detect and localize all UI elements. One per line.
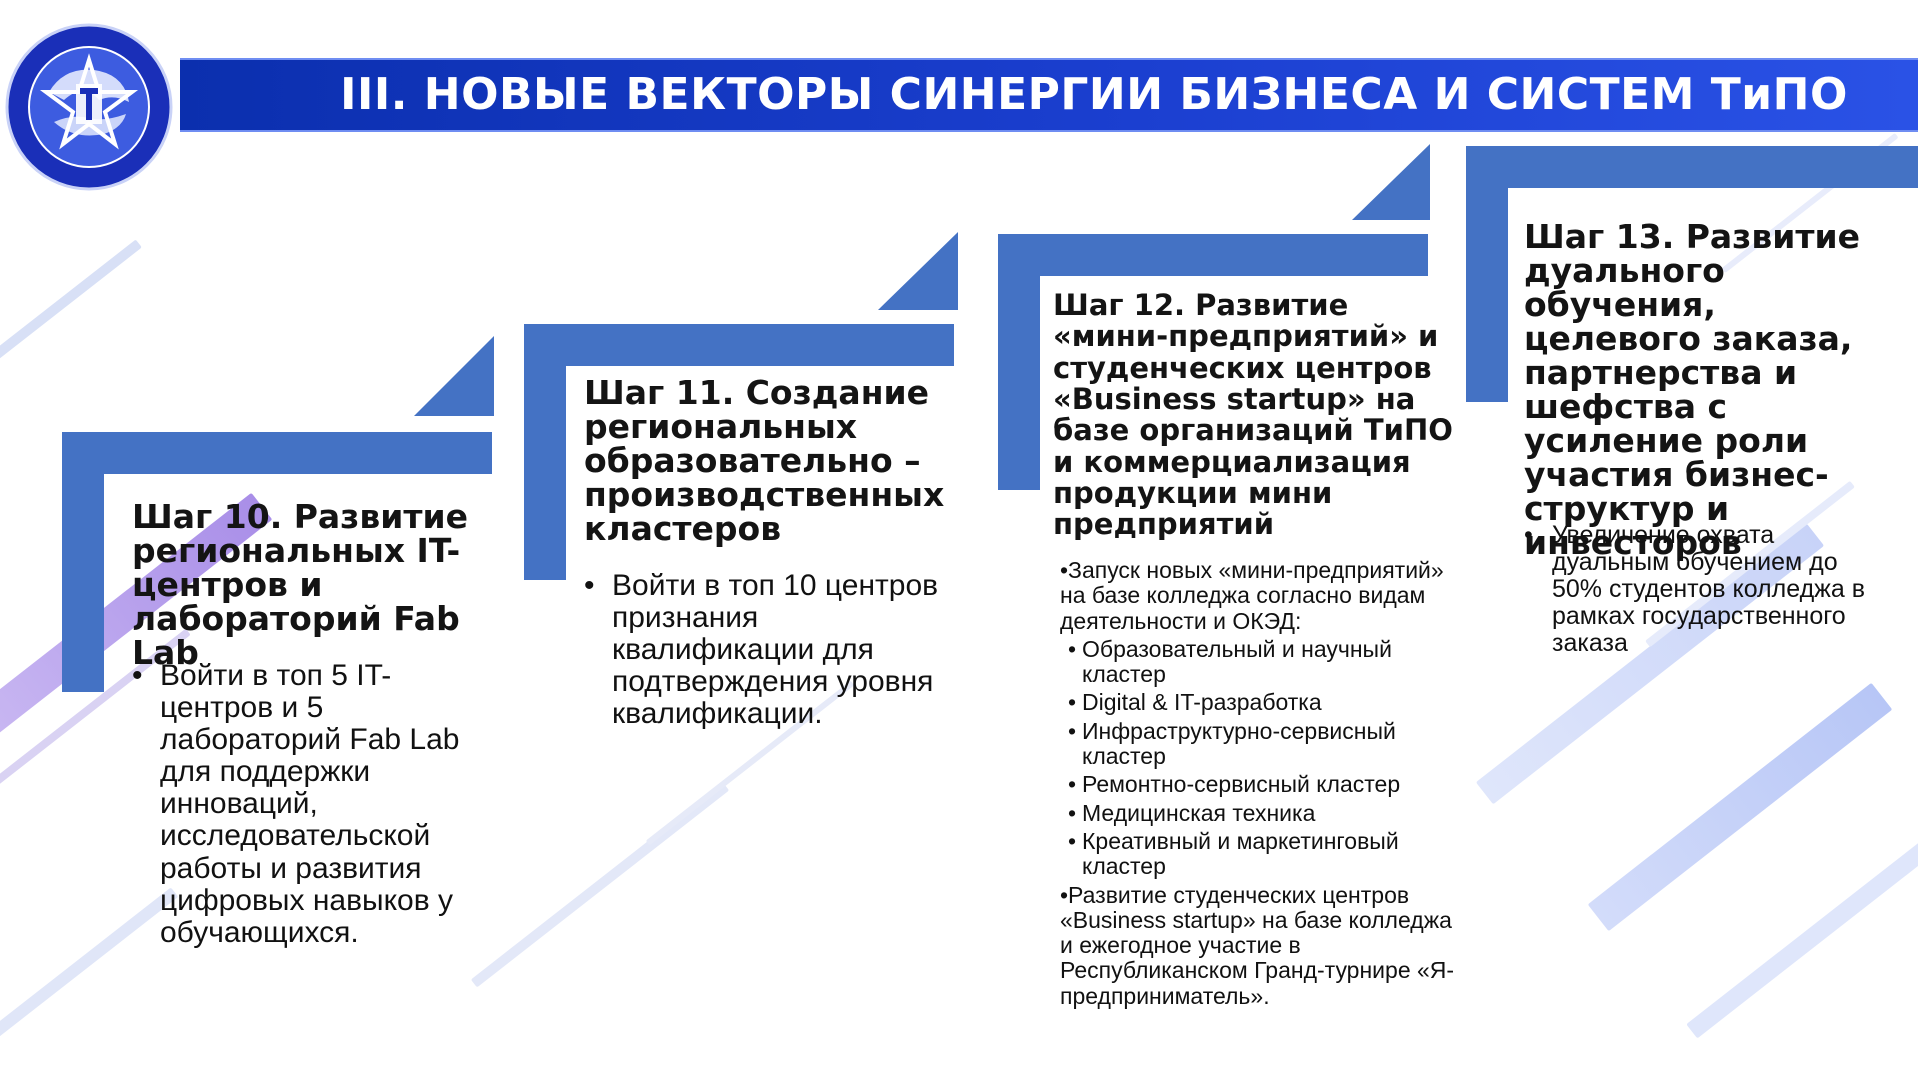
step-10-bullets: Войти в топ 5 IT-центров и 5 лабораторий… xyxy=(132,659,492,949)
step-12-bracket-arrow xyxy=(1352,144,1430,220)
step-11-bracket-side xyxy=(524,324,566,580)
step-13-body: Увеличение охвата дуальным обучением до … xyxy=(1524,522,1884,657)
cluster-item: Ремонтно-сервисный кластер xyxy=(1060,772,1460,798)
cluster-item: Инфраструктурно-сервисный кластер xyxy=(1060,718,1460,770)
step-10-title: Шаг 10. Развитие региональных IT-центров… xyxy=(132,497,468,672)
step-11-bullet: Войти в топ 10 центров признания квалифи… xyxy=(584,569,954,730)
decor-stripe xyxy=(0,239,142,371)
step-12-cluster-list: Образовательный и научный кластер Digita… xyxy=(1060,636,1460,880)
cluster-item: Digital & IT-разработка xyxy=(1060,690,1460,716)
step-13-bullets: Увеличение охвата дуальным обучением до … xyxy=(1524,522,1884,657)
step-12-outro: •Развитие студенческих центров «Business… xyxy=(1060,881,1455,1009)
step-10-bracket-arrow xyxy=(414,336,494,416)
step-13-bullet: Увеличение охвата дуальным обучением до … xyxy=(1524,522,1884,657)
step-10-body: Войти в топ 5 IT-центров и 5 лабораторий… xyxy=(132,659,492,949)
step-11-bracket-top xyxy=(524,324,954,366)
college-logo xyxy=(5,23,173,191)
step-12-title: Шаг 12. Развитие «мини-предприятий» и ст… xyxy=(1053,288,1453,542)
header-bar: III. НОВЫЕ ВЕКТОРЫ СИНЕРГИИ БИЗНЕСА И СИ… xyxy=(180,58,1918,132)
step-10-bracket-top xyxy=(62,432,492,474)
step-11-bullets: Войти в топ 10 центров признания квалифи… xyxy=(584,569,954,730)
cluster-item: Медицинская техника xyxy=(1060,800,1460,826)
step-10-bullet: Войти в топ 5 IT-центров и 5 лабораторий… xyxy=(132,659,492,949)
step-12-bracket-side xyxy=(998,234,1040,490)
decor-stripe xyxy=(1587,682,1893,932)
step-12-body: •Запуск новых «мини-предприятий» на базе… xyxy=(1060,557,1460,1009)
step-13-title: Шаг 13. Развитие дуального обучения, цел… xyxy=(1524,217,1860,562)
step-12-intro: •Запуск новых «мини-предприятий» на базе… xyxy=(1060,557,1444,634)
step-11-body: Войти в топ 10 центров признания квалифи… xyxy=(584,569,954,730)
decor-stripe xyxy=(470,782,730,988)
step-11-bracket-arrow xyxy=(878,232,958,310)
step-13-bracket-side xyxy=(1466,146,1508,402)
decor-stripe xyxy=(1686,839,1918,1039)
cluster-item: Креативный и маркетинговый кластер xyxy=(1060,828,1460,880)
cluster-item: Образовательный и научный кластер xyxy=(1060,636,1460,688)
step-12-bracket-top xyxy=(998,234,1428,276)
step-10-bracket-side xyxy=(62,432,104,692)
step-13-bracket-top xyxy=(1466,146,1918,188)
page-title: III. НОВЫЕ ВЕКТОРЫ СИНЕРГИИ БИЗНЕСА И СИ… xyxy=(340,69,1848,120)
step-11-title: Шаг 11. Создание региональных образовате… xyxy=(584,373,945,548)
